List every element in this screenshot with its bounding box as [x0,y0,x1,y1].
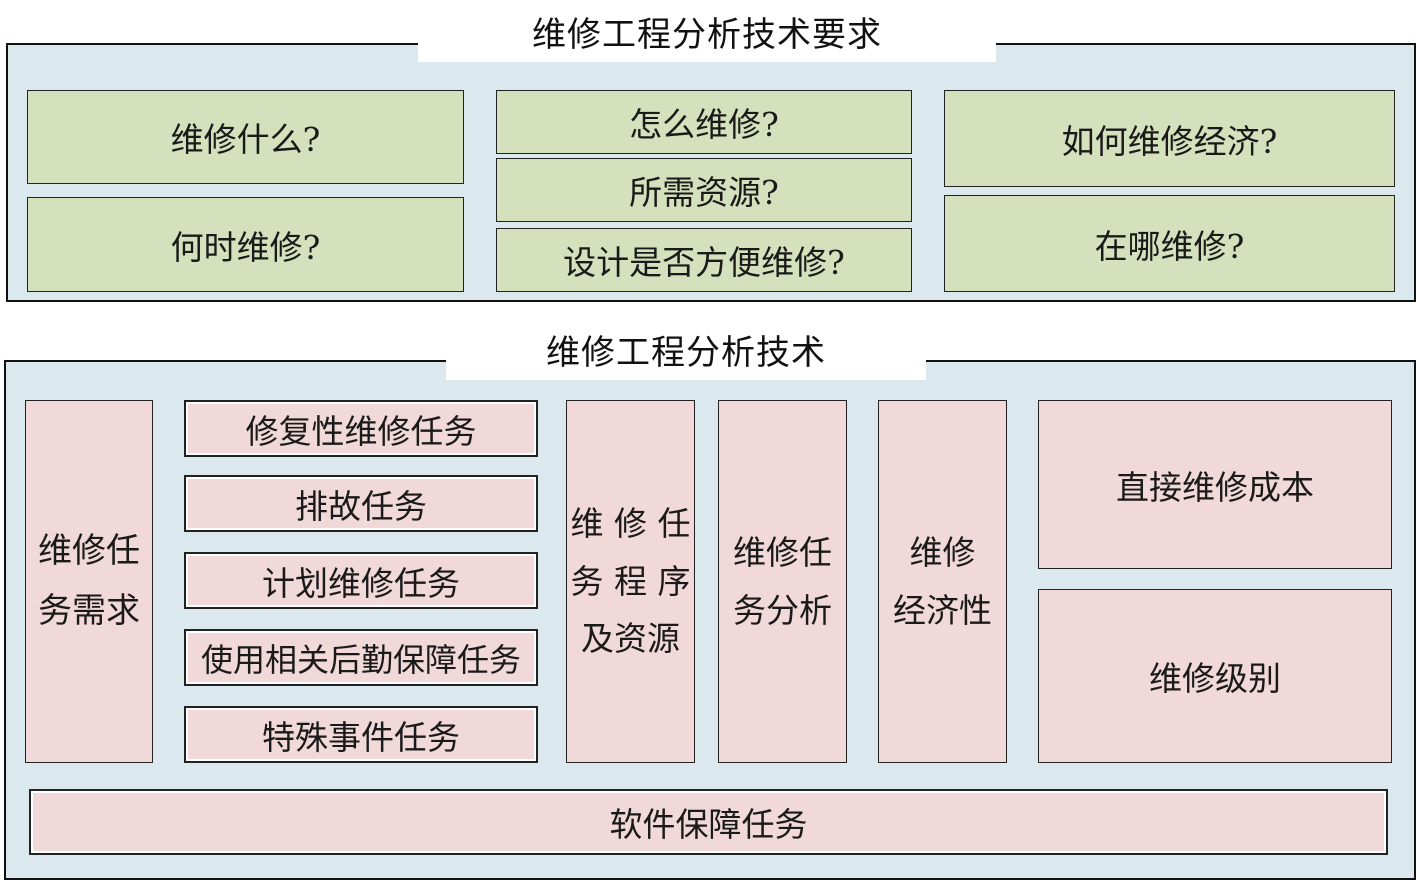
procedure-resources-box: 维 修 任 务 程 序 及资源 [566,400,695,763]
task-analysis-line-2: 务分析 [733,590,832,630]
techniques-title: 维修工程分析技术 [446,318,926,380]
software-support-box: 软件保障任务 [29,789,1388,855]
task-analysis-box: 维修任 务分析 [718,400,847,763]
req-design: 设计是否方便维修? [496,228,912,292]
req-where: 在哪维修? [944,195,1395,292]
req-how: 怎么维修? [496,90,912,154]
req-what: 维修什么? [27,90,464,184]
req-when: 何时维修? [27,197,464,292]
economy-line-2: 经济性 [893,590,992,630]
maintenance-level-box: 维修级别 [1038,589,1392,763]
req-resources: 所需资源? [496,158,912,222]
task-requirement-line-2: 务需求 [38,590,140,631]
req-economy: 如何维修经济? [944,90,1395,187]
task-requirement-box: 维修任 务需求 [25,400,153,763]
task-scheduled: 计划维修任务 [184,552,538,609]
task-special-event: 特殊事件任务 [184,706,538,763]
direct-cost-box: 直接维修成本 [1038,400,1392,569]
task-corrective: 修复性维修任务 [184,400,538,457]
economy-line-1: 维修 [909,532,976,572]
task-troubleshooting: 排故任务 [184,475,538,532]
task-logistics: 使用相关后勤保障任务 [184,629,538,686]
procedure-line-1: 维 修 任 [570,503,691,543]
procedure-line-2: 务 程 序 [570,561,691,601]
economy-box: 维修 经济性 [878,400,1007,763]
task-requirement-line-1: 维修任 [38,531,140,571]
requirements-title: 维修工程分析技术要求 [418,0,996,62]
procedure-line-3: 及资源 [580,619,680,659]
task-analysis-line-1: 维修任 [733,532,832,572]
